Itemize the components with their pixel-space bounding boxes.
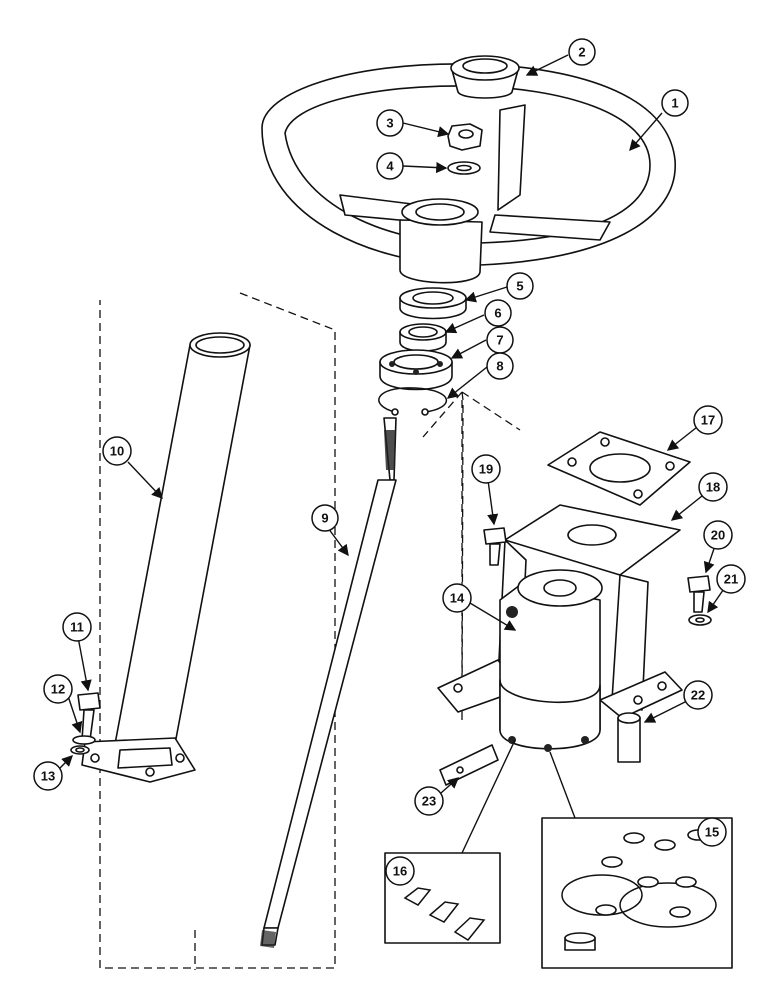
bolt-20	[687, 575, 711, 613]
callout-20: 20	[703, 520, 733, 550]
svg-text:19: 19	[479, 462, 493, 477]
svg-text:6: 6	[494, 306, 501, 321]
callout-9: 9	[311, 504, 339, 532]
bolt-11	[77, 692, 101, 741]
gasket-plate	[547, 431, 691, 506]
column-tube	[81, 332, 251, 783]
svg-text:8: 8	[496, 359, 503, 374]
svg-text:7: 7	[496, 333, 503, 348]
svg-text:10: 10	[110, 444, 124, 459]
callout-6: 6	[484, 299, 512, 327]
bolt-19	[483, 527, 507, 566]
svg-text:20: 20	[711, 528, 725, 543]
svg-text:12: 12	[51, 682, 65, 697]
steering-shaft	[260, 417, 397, 948]
callout-15: 15	[697, 817, 727, 847]
callout-5: 5	[506, 272, 534, 300]
svg-text:14: 14	[450, 591, 465, 606]
callout-3: 3	[376, 109, 404, 137]
washer-4	[447, 161, 481, 175]
svg-text:3: 3	[386, 116, 393, 131]
svg-text:4: 4	[386, 159, 394, 174]
callout-17: 17	[693, 405, 723, 435]
callout-14: 14	[442, 583, 472, 613]
spacer	[399, 323, 447, 352]
detail-box-15	[541, 751, 733, 969]
callout-11: 11	[62, 612, 92, 642]
callout-21: 21	[716, 564, 746, 594]
callout-7: 7	[486, 326, 514, 354]
bearing	[379, 349, 453, 391]
seal-ring	[399, 287, 467, 320]
svg-text:22: 22	[691, 688, 705, 703]
wheel-nut	[447, 123, 483, 151]
svg-text:13: 13	[41, 769, 55, 784]
callout-12: 12	[43, 674, 73, 704]
shim-plate	[439, 744, 499, 786]
callout-18: 18	[698, 472, 728, 502]
callout-13: 13	[33, 761, 63, 791]
callout-23: 23	[414, 786, 444, 816]
washer-21	[688, 614, 712, 626]
callout-4: 4	[376, 152, 404, 180]
callout-1: 1	[661, 89, 689, 117]
motor-assembly-boundary	[194, 391, 521, 970]
svg-text:9: 9	[321, 511, 328, 526]
svg-text:1: 1	[671, 96, 678, 111]
callout-19: 19	[471, 454, 501, 484]
callout-8: 8	[486, 352, 514, 380]
steering-motor	[499, 569, 603, 752]
horn-cap	[450, 55, 520, 99]
bushing	[617, 712, 641, 763]
svg-text:15: 15	[705, 825, 719, 840]
svg-text:17: 17	[701, 413, 715, 428]
washer-13	[70, 745, 90, 755]
callout-16: 16	[385, 856, 415, 886]
svg-text:11: 11	[70, 620, 84, 635]
spring-washer-12	[72, 735, 96, 745]
circlip	[378, 387, 447, 416]
svg-text:18: 18	[706, 480, 720, 495]
svg-text:2: 2	[578, 45, 585, 60]
svg-text:5: 5	[516, 279, 523, 294]
callout-2: 2	[568, 38, 596, 66]
callout-10: 10	[102, 436, 132, 466]
svg-text:23: 23	[422, 794, 436, 809]
svg-text:16: 16	[393, 864, 407, 879]
svg-text:21: 21	[724, 572, 738, 587]
callout-22: 22	[683, 680, 713, 710]
detail-box-16	[384, 739, 516, 944]
